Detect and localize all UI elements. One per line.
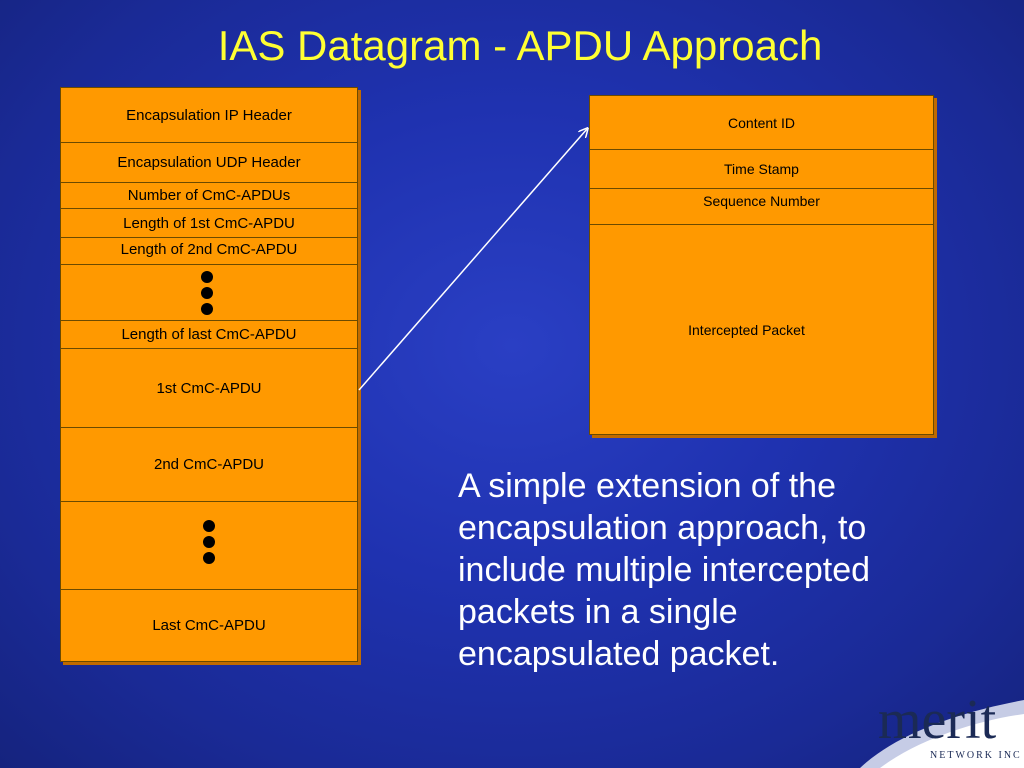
stack-row-apdu-last: Last CmC-APDU (61, 590, 357, 661)
ellipsis-dot (203, 520, 215, 532)
row-label: Time Stamp (724, 161, 799, 177)
stack-row-length-1st: Length of 1st CmC-APDU (61, 209, 357, 238)
detail-row-sequence-number: Sequence Number (590, 189, 933, 225)
row-label: Encapsulation IP Header (126, 106, 292, 124)
row-label: 1st CmC-APDU (156, 379, 262, 397)
row-label: Last CmC-APDU (152, 617, 266, 634)
row-label: Number of CmC-APDUs (127, 187, 291, 204)
ellipsis-dot (201, 271, 213, 283)
description-text: A simple extension of the encapsulation … (458, 467, 871, 673)
ellipsis-dot (201, 303, 213, 315)
stack-row-ip-header: Encapsulation IP Header (61, 88, 357, 143)
merit-logo-swoosh (860, 700, 1024, 768)
stack-row-apdu-count: Number of CmC-APDUs (61, 183, 357, 209)
row-label: Length of 1st CmC-APDU (123, 214, 295, 232)
stack-row-udp-header: Encapsulation UDP Header (61, 143, 357, 183)
row-label: Length of 2nd CmC-APDU (120, 241, 298, 258)
apdu-detail-stack: Content ID Time Stamp Sequence Number In… (589, 95, 934, 435)
stack-row-ellipsis-apdus (61, 502, 357, 590)
logo-wordmark: merit (878, 689, 997, 751)
detail-row-content-id: Content ID (590, 96, 933, 150)
stack-row-length-last: Length of last CmC-APDU (61, 321, 357, 349)
stack-row-apdu-1st: 1st CmC-APDU (61, 349, 357, 428)
ellipsis-dot (203, 536, 215, 548)
arrow-line (358, 129, 587, 391)
apdu-datagram-stack: Encapsulation IP Header Encapsulation UD… (60, 87, 358, 662)
stack-row-apdu-2nd: 2nd CmC-APDU (61, 428, 357, 502)
row-label: Length of last CmC-APDU (121, 326, 297, 343)
stack-row-length-2nd: Length of 2nd CmC-APDU (61, 238, 357, 265)
ellipsis-dot (203, 552, 215, 564)
ellipsis-dot (201, 287, 213, 299)
logo-subtitle: NETWORK INC (930, 750, 1022, 761)
row-label: 2nd CmC-APDU (153, 456, 265, 473)
row-label: Encapsulation UDP Header (117, 154, 301, 171)
stack-row-ellipsis-lengths (61, 266, 357, 321)
row-label: Content ID (728, 114, 795, 131)
detail-row-intercepted-packet: Intercepted Packet (590, 226, 933, 434)
slide-title: IAS Datagram - APDU Approach (217, 22, 823, 69)
detail-row-time-stamp: Time Stamp (590, 150, 933, 189)
row-label: Sequence Number (703, 193, 820, 209)
row-label: Intercepted Packet (688, 322, 805, 338)
